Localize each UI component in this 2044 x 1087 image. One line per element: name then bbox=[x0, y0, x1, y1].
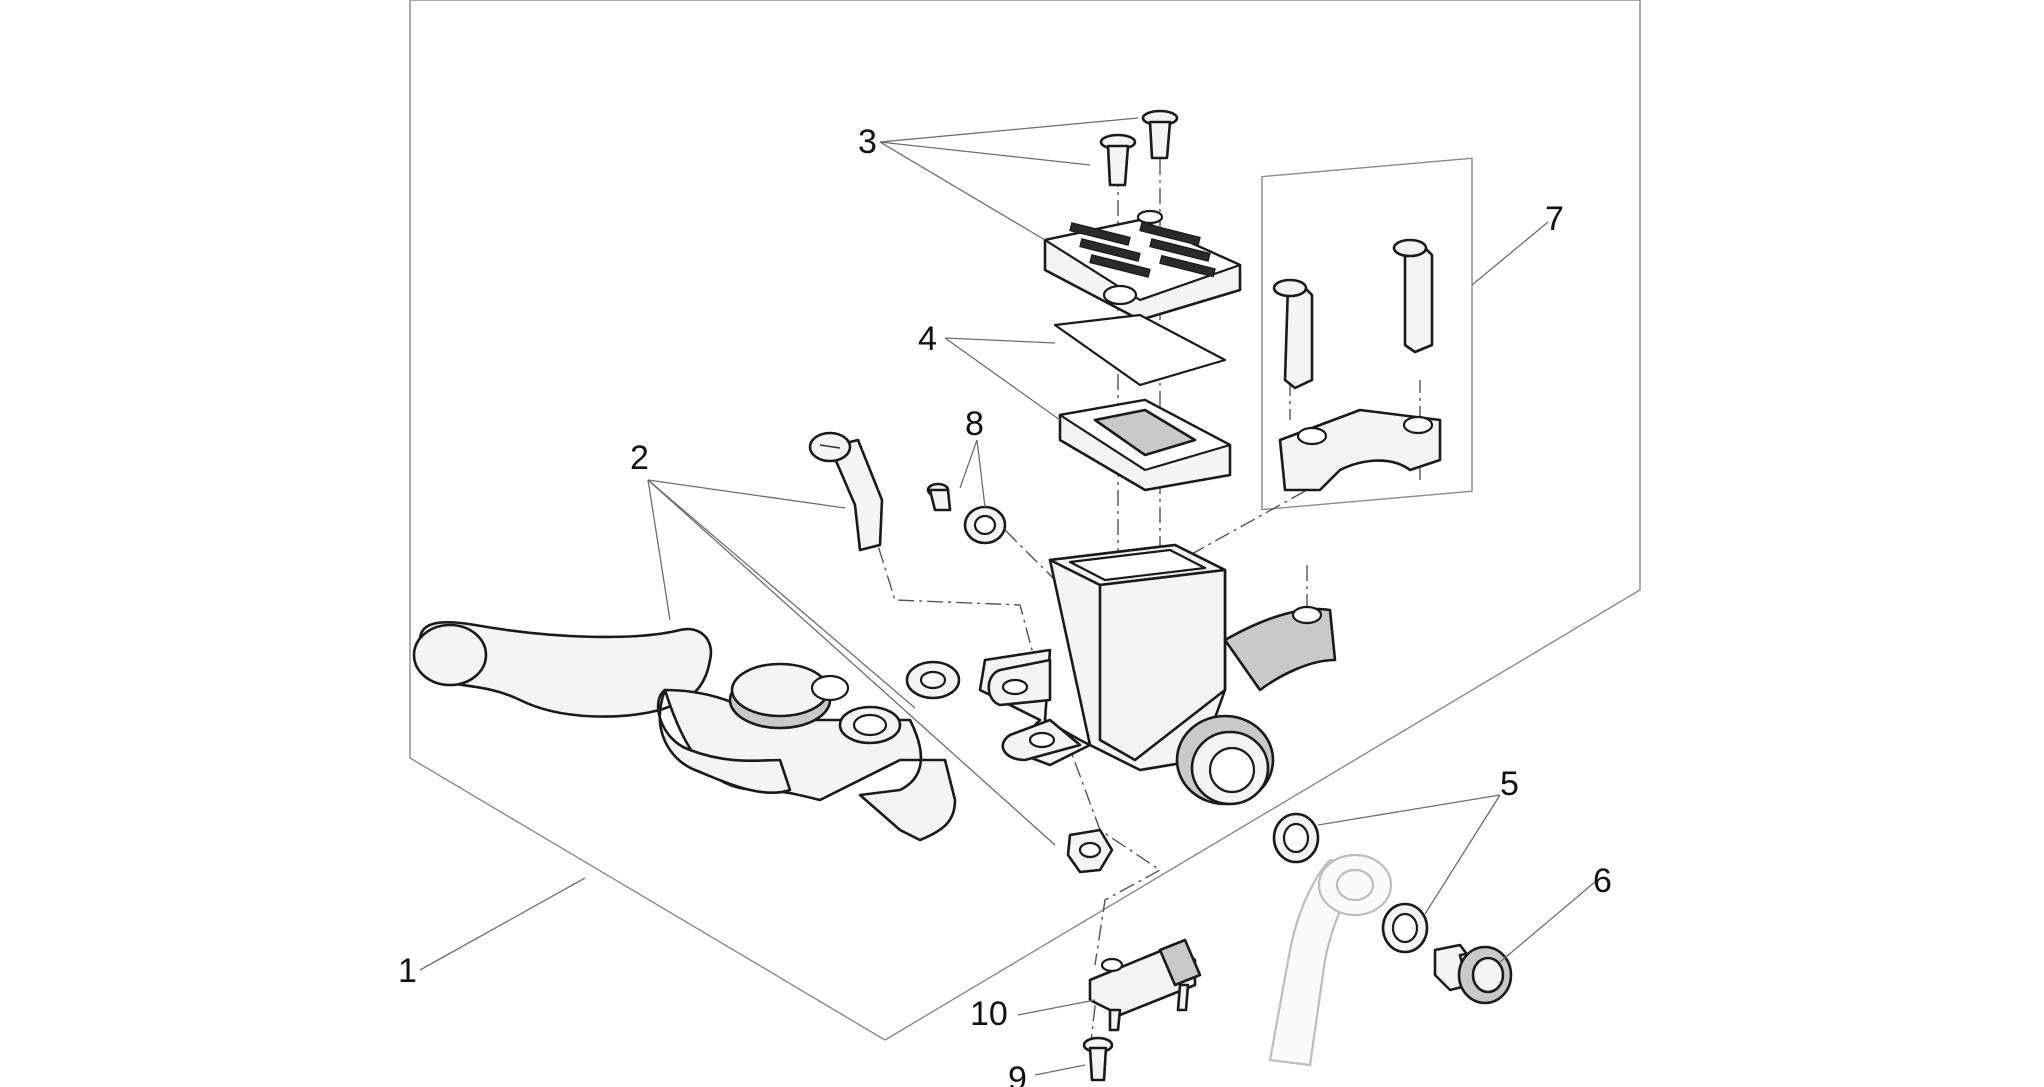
cap-screws bbox=[1099, 109, 1179, 187]
callout-6: 6 bbox=[1593, 862, 1612, 900]
callout-3: 3 bbox=[858, 123, 877, 161]
clamp-with-bolts bbox=[1272, 238, 1442, 492]
assembly-frame bbox=[409, 0, 1641, 1041]
adjuster-fitting bbox=[926, 482, 1007, 545]
callout-1: 1 bbox=[398, 952, 417, 990]
diaphragm bbox=[1053, 313, 1232, 492]
master-cylinder-body bbox=[978, 543, 1337, 806]
callout-4: 4 bbox=[918, 320, 937, 358]
callout-8: 8 bbox=[965, 405, 984, 443]
clamp-group-frame bbox=[1261, 157, 1473, 511]
callout-numbers: 1 2 3 4 5 6 7 8 9 10 bbox=[398, 123, 1612, 1087]
callout-9: 9 bbox=[1008, 1060, 1027, 1087]
brake-hose-ghost bbox=[1268, 853, 1393, 1067]
seal-washers bbox=[1272, 812, 1429, 954]
banjo-bolt bbox=[1433, 943, 1513, 1005]
brake-lever bbox=[412, 620, 961, 842]
reservoir-cap bbox=[1043, 209, 1242, 322]
cap-embossed-text bbox=[1069, 222, 1216, 278]
callout-2: 2 bbox=[630, 439, 649, 477]
leader-lines bbox=[419, 117, 1596, 1076]
lever-nut bbox=[1066, 828, 1114, 874]
callout-5: 5 bbox=[1500, 765, 1519, 803]
switch-screw bbox=[1082, 1036, 1114, 1082]
callout-10: 10 bbox=[970, 995, 1008, 1033]
stop-switch bbox=[1088, 938, 1202, 1032]
callout-7: 7 bbox=[1545, 200, 1564, 238]
pivot-bolt bbox=[808, 431, 884, 552]
